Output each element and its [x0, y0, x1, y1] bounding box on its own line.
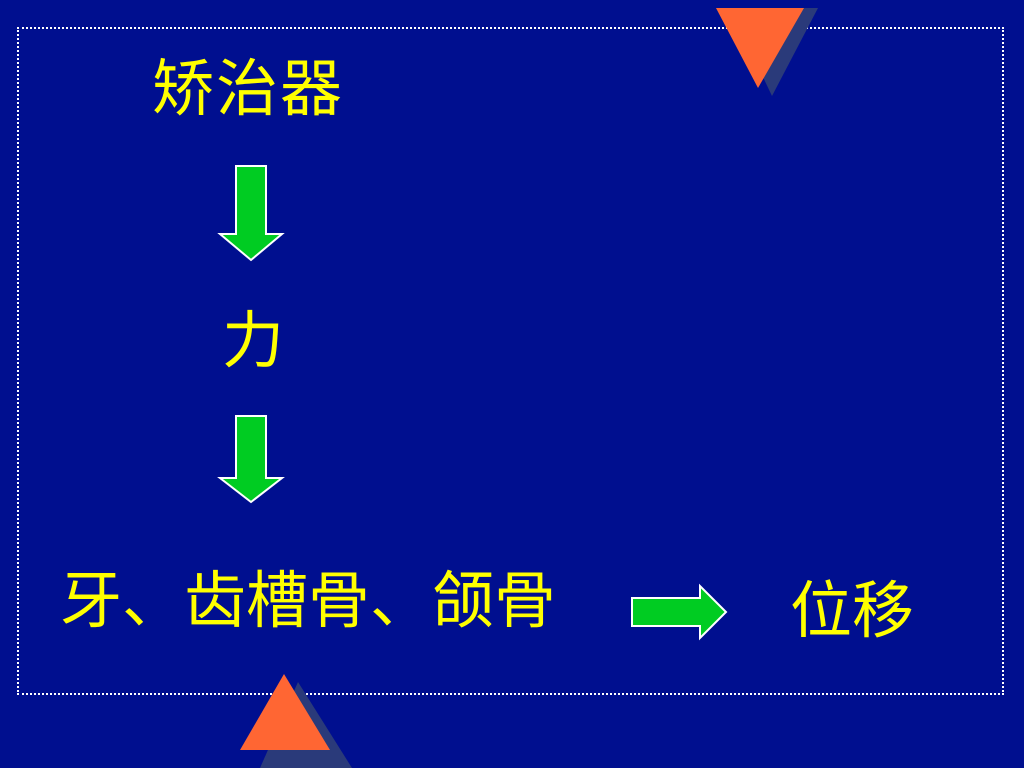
down-arrow-icon: [217, 415, 285, 504]
dotted-frame: [17, 27, 1004, 695]
top-triangle-decoration: [716, 8, 818, 96]
right-arrow-icon: [631, 583, 728, 641]
force-label: 力: [222, 304, 285, 377]
tissues-label: 牙、齿槽骨、颌骨: [60, 564, 557, 637]
bottom-triangle-decoration: [240, 674, 352, 768]
appliance-label: 矫治器: [152, 52, 345, 125]
down-arrow-icon: [217, 165, 285, 262]
displacement-label: 位移: [790, 574, 915, 647]
